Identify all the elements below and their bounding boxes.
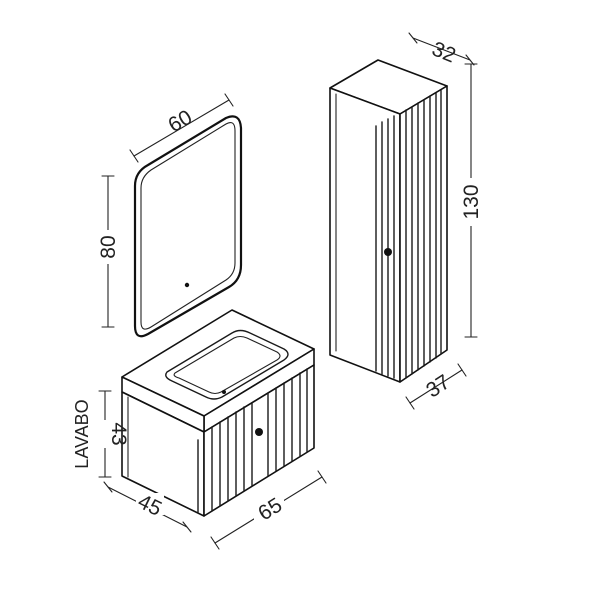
tall-cabinet-depth-dimension: 32 — [408, 32, 475, 68]
tall-cabinet-depth-label: 32 — [429, 37, 459, 67]
vanity-cabinet-front — [203, 364, 315, 517]
tall-cabinet-width-label: 37 — [422, 370, 454, 402]
tall-cabinet-slats — [375, 89, 442, 379]
mirror-sensor-icon — [184, 282, 190, 288]
mirror-inner-frame — [140, 122, 236, 330]
vanity-height-label: 43 — [107, 422, 130, 445]
mirror-height-label: 80 — [97, 235, 120, 258]
mirror-width-label: 60 — [164, 106, 196, 138]
vanity-front-slats — [211, 368, 308, 512]
led-mirror — [133, 115, 243, 338]
vanity-label: LAVABO — [72, 399, 92, 468]
vanity-basin — [165, 329, 289, 400]
mirror-height-dimension: 80 — [97, 175, 120, 328]
vanity-drain-icon — [222, 390, 226, 394]
vanity-width-dimension: 65 — [210, 470, 327, 550]
tall-cabinet-side — [329, 87, 401, 383]
vanity-knob-icon — [255, 428, 263, 436]
tall-cabinet-height-dimension: 130 — [460, 63, 483, 338]
tall-cabinet-knob-icon — [384, 248, 392, 256]
vanity-height-dimension: 43 — [96, 390, 130, 478]
tall-cabinet-height-label: 130 — [460, 184, 483, 219]
mirror-outer-frame — [133, 115, 243, 338]
vanity-unit — [121, 309, 315, 517]
tall-cabinet — [329, 59, 448, 383]
